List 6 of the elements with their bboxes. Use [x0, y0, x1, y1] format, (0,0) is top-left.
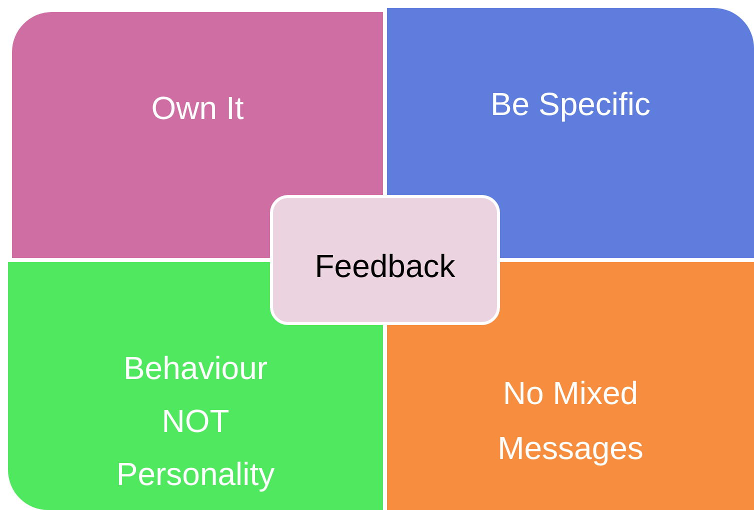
node-label: Own It [151, 89, 244, 128]
center-box [270, 195, 500, 325]
node-label: Behaviour NOT Personality [115, 349, 276, 494]
node-label: No Mixed Messages [496, 374, 644, 468]
node-label: Be Specific [490, 85, 651, 124]
node-label: Feedback [314, 247, 456, 286]
